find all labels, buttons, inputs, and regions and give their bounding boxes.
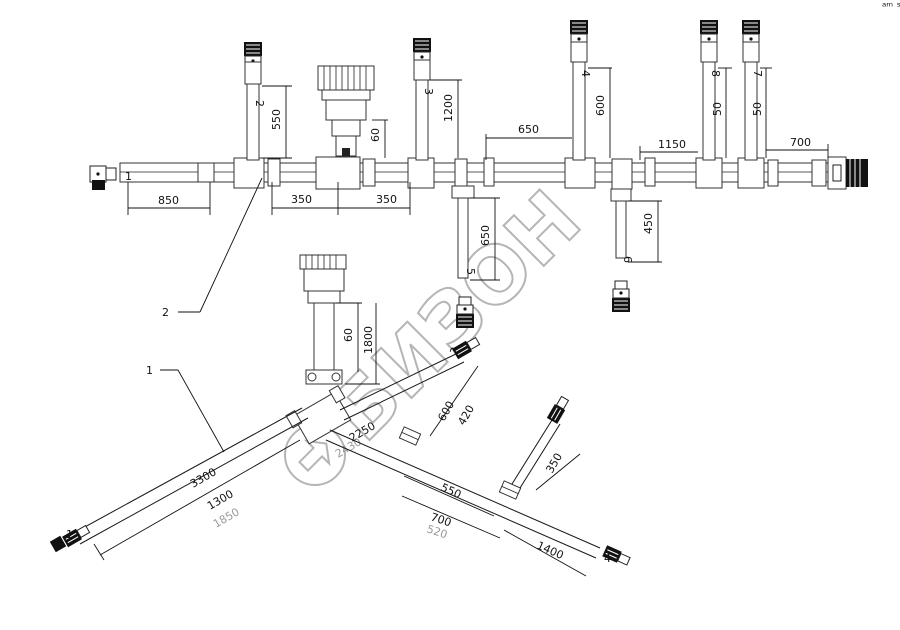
top-conn-number-5: 5 <box>464 268 477 275</box>
top-dim-850: 850 <box>158 194 179 207</box>
top-conn-number-4: 4 <box>579 70 592 77</box>
top-dim-1200: 1200 <box>442 94 455 122</box>
bottom-dim-350: 350 <box>543 451 565 476</box>
bottom-dim-3300: 3300 <box>188 465 219 490</box>
top-conn-number-8: 8 <box>709 70 722 77</box>
bottom-conn-number-4: 4 <box>604 552 611 565</box>
bottom-dim-1800: 1800 <box>362 326 375 354</box>
bottom-dim-2430: 2430 <box>333 435 364 460</box>
top-end-connector <box>827 156 868 190</box>
top-dim-350b: 350 <box>376 193 397 206</box>
top-conn-number-7: 7 <box>751 70 764 77</box>
bottom-harness: 60 1800 1 3300 1300 1850 1 2 2250 243 <box>49 254 632 577</box>
top-dim-450: 450 <box>642 213 655 234</box>
top-conn-number-6: 6 <box>621 256 634 263</box>
bottom-dim-520: 520 <box>425 522 449 541</box>
bottom-dim-60: 60 <box>342 328 355 342</box>
top-harness: 1 <box>89 19 868 329</box>
top-conn-number-3: 3 <box>422 88 435 95</box>
bottom-conn-number-1: 1 <box>66 528 73 541</box>
top-dim-60: 60 <box>369 128 382 142</box>
top-dim-700: 700 <box>790 136 811 149</box>
corner-mark: ᵃᵐ ˢᵒᵘ <box>882 0 900 13</box>
bottom-dim-700: 700 <box>429 510 453 529</box>
callout-2: 2 <box>162 306 169 319</box>
top-dim-1150: 1150 <box>658 138 686 151</box>
top-dim-650v: 650 <box>479 225 492 246</box>
top-conn-number-1: 1 <box>125 170 132 183</box>
bottom-top-connector <box>299 254 347 385</box>
callout-1: 1 <box>146 364 153 377</box>
top-dim-350a: 350 <box>291 193 312 206</box>
main-trunk <box>119 162 833 183</box>
bottom-dim-420: 420 <box>455 403 477 428</box>
top-central-connector <box>317 65 375 157</box>
top-dim-650h: 650 <box>518 123 539 136</box>
top-conn-number-2: 2 <box>253 100 266 107</box>
top-dim-600: 600 <box>594 95 607 116</box>
top-dim-50b: 50 <box>751 102 764 116</box>
bottom-dim-600: 600 <box>435 399 457 424</box>
top-dim-550: 550 <box>270 109 283 130</box>
top-dim-50a: 50 <box>711 102 724 116</box>
